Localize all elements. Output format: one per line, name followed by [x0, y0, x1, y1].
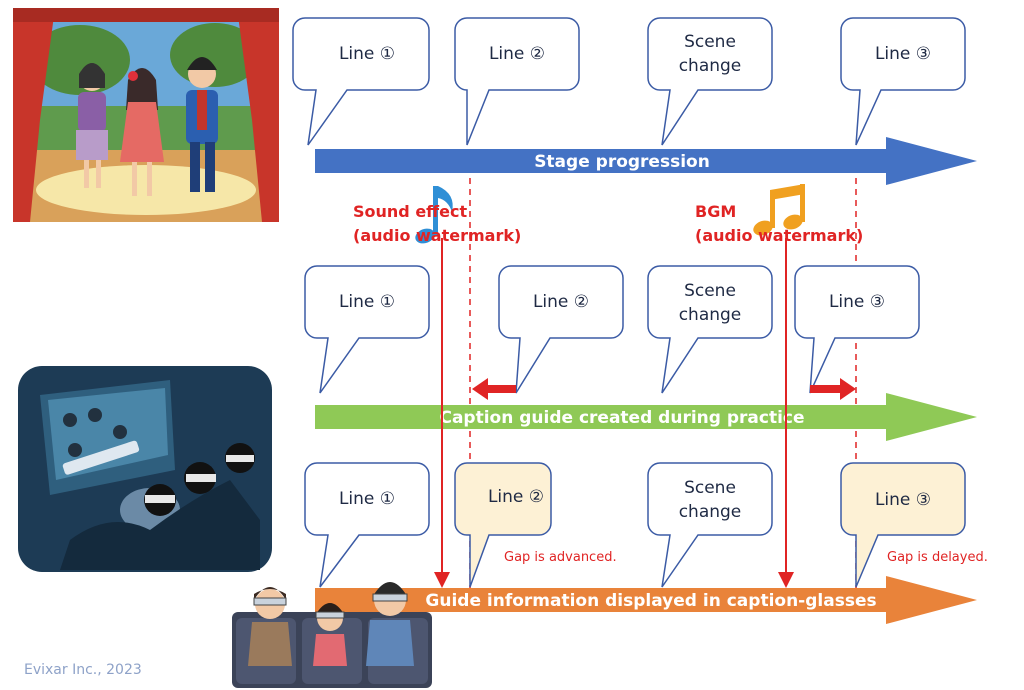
callout-stage-line-3: Line ③: [840, 17, 966, 146]
callout-text: change: [679, 502, 742, 522]
practice-arrow-label: Caption guide created during practice: [439, 408, 804, 428]
sound-effect-label: Sound effect: [353, 202, 467, 221]
audience-with-glasses-illustration: [18, 366, 272, 572]
callout-text: Line ①: [339, 489, 395, 509]
callout-text: Line ②: [488, 487, 544, 507]
callout-stage-scene-change: Scene change: [647, 17, 773, 146]
callout-text: Scene: [684, 32, 736, 52]
glasses-callouts: Line ① Line ② Scene change Line ③ Gap is…: [304, 462, 988, 588]
callout-text: Scene: [684, 281, 736, 301]
practice-callouts: Line ① Line ② Scene change Line ③: [304, 265, 920, 400]
sound-effect-sublabel: (audio watermark): [353, 226, 521, 245]
stage-progression-arrow: Stage progression: [315, 137, 977, 185]
actor-figure-left: [76, 63, 108, 188]
callout-text: Line ②: [489, 44, 545, 64]
callout-text: Line ②: [533, 292, 589, 312]
glasses-guide-arrow: Guide information displayed in caption-g…: [315, 576, 977, 624]
gap-advanced-label: Gap is advanced.: [504, 550, 617, 565]
callout-text: Line ①: [339, 44, 395, 64]
bgm-label: BGM: [695, 202, 736, 221]
gap-delayed-label: Gap is delayed.: [887, 550, 988, 565]
glasses-arrow-label: Guide information displayed in caption-g…: [425, 591, 876, 611]
callout-glasses-scene-change: Scene change: [647, 462, 773, 588]
bgm-sublabel: (audio watermark): [695, 226, 863, 245]
gap-arrow-delayed: [810, 378, 856, 400]
callout-text: change: [679, 56, 742, 76]
callout-text: Scene: [684, 478, 736, 498]
callout-practice-scene-change: Scene change: [647, 265, 773, 394]
practice-guide-arrow: Caption guide created during practice: [315, 393, 977, 441]
music-note-icon: [415, 186, 453, 244]
sound-effect-watermark: Sound effect (audio watermark): [353, 186, 521, 588]
stage-arrow-label: Stage progression: [534, 152, 710, 172]
callout-practice-line-2: Line ②: [498, 265, 624, 394]
callout-practice-line-1: Line ①: [304, 265, 430, 394]
bgm-watermark: BGM (audio watermark): [695, 184, 863, 588]
actor-figure-right: [186, 57, 218, 192]
gap-arrow-advanced: [472, 378, 516, 400]
actor-figure-center: [120, 68, 164, 196]
theater-stage-illustration: [13, 8, 279, 222]
callout-text: Line ③: [875, 490, 931, 510]
callout-practice-line-3: Line ③: [794, 265, 920, 394]
callout-text: Line ①: [339, 292, 395, 312]
callout-text: Line ③: [875, 44, 931, 64]
callout-text: change: [679, 305, 742, 325]
callout-stage-line-2: Line ②: [454, 17, 580, 146]
callout-glasses-line-1: Line ①: [304, 462, 430, 588]
callout-glasses-line-3: Line ③: [840, 462, 966, 588]
callout-stage-line-1: Line ①: [292, 17, 430, 146]
credit-text: Evixar Inc., 2023: [24, 662, 142, 678]
music-note-icon: [753, 184, 805, 236]
stage-callouts: Line ① Line ② Scene change Line ③: [292, 17, 966, 146]
viewers-with-caption-glasses-illustration: [232, 582, 432, 688]
callout-glasses-line-2: Line ②: [454, 462, 552, 588]
callout-text: Line ③: [829, 292, 885, 312]
